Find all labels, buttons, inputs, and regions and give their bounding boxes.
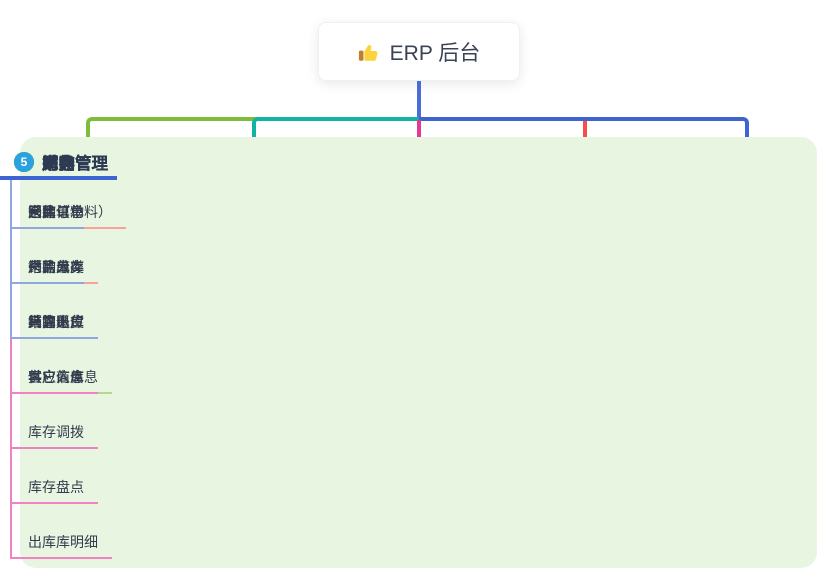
branch-title-label: 销售管理 <box>42 155 108 173</box>
connector-branch-5 <box>419 117 749 148</box>
node-item[interactable]: 库存盘点 <box>12 449 98 504</box>
trunk-connector <box>417 81 421 121</box>
branch-title-label: 财务管理 <box>42 155 108 173</box>
branch-title-finance[interactable]: 5 财务管理 <box>0 148 117 180</box>
thumbs-up-icon <box>358 41 380 63</box>
node-item[interactable]: 结算账户 <box>12 284 98 339</box>
connector-branch-3 <box>417 120 421 148</box>
node-item[interactable]: 回款单 <box>12 180 84 229</box>
branch-title-label: 库存管理 <box>42 155 108 173</box>
connector-branch-4 <box>583 120 587 148</box>
badge-5: 5 <box>14 152 34 172</box>
branch-finance: 5 财务管理 回款单付款单结算账户 <box>0 148 117 339</box>
branch-title-label: 产品管理 <box>42 155 108 173</box>
root-node[interactable]: ERP 后台 <box>318 22 520 81</box>
node-item[interactable]: 出库库明细 <box>12 504 112 559</box>
root-title: ERP 后台 <box>389 41 481 65</box>
branch-items: 回款单付款单结算账户 <box>10 180 98 339</box>
connector-branch-2 <box>252 117 419 148</box>
node-item[interactable]: 库存调拨 <box>12 394 98 449</box>
branch-title-label: 采购管理 <box>42 155 108 173</box>
branch-items: 仓库信息产品库存其它出库其它入库库存调拨库存盘点出库库明细 <box>10 180 112 559</box>
node-item[interactable]: 其它入库 <box>12 339 98 394</box>
node-item[interactable]: 付款单 <box>12 229 84 284</box>
branches-panel <box>20 137 817 568</box>
